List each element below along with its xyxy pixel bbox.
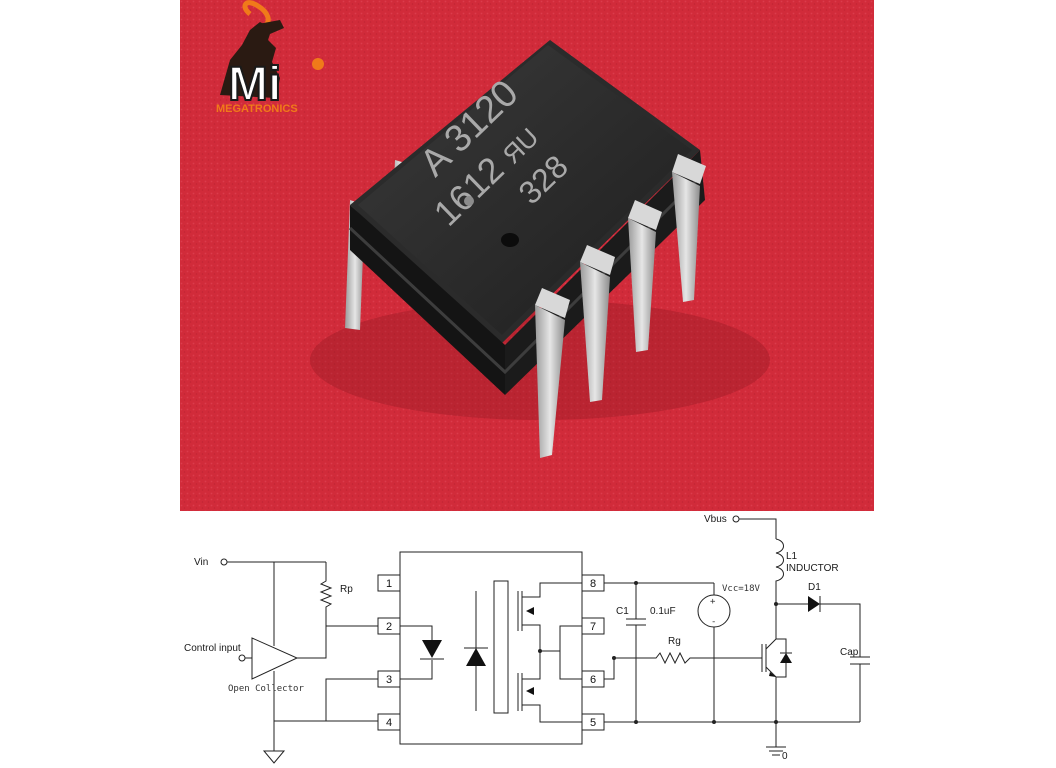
photodiode-icon <box>466 648 486 666</box>
svg-text:4: 4 <box>386 717 392 729</box>
ic-package <box>399 551 583 745</box>
l1-inductor <box>775 538 784 583</box>
igbt-icon <box>761 644 767 672</box>
rp-label: Rp <box>340 584 353 595</box>
ic-pin: 3 <box>377 670 401 688</box>
logo-mark-icon <box>464 196 474 206</box>
control-input-label: Control input <box>184 643 241 654</box>
rg-label: Rg <box>668 636 681 647</box>
vcc-label: Vcc=18V <box>722 584 761 594</box>
chip-photo: A 3120 1612 ЯU 328 Mi MEGATRONICS <box>180 0 874 511</box>
svg-text:MEGATRONICS: MEGATRONICS <box>216 103 298 115</box>
ic-pin: 8 <box>581 574 605 592</box>
svg-text:5: 5 <box>590 717 596 729</box>
ground-icon <box>262 750 286 764</box>
pin1-dot-icon <box>501 233 519 247</box>
l1-label: L1 <box>786 551 798 562</box>
d1-diode-icon <box>808 596 820 612</box>
open-collector-buffer <box>251 637 299 680</box>
svg-text:+: + <box>710 597 716 607</box>
svg-text:7: 7 <box>590 621 596 633</box>
chip-lead <box>672 154 706 302</box>
ground-node-label: 0 <box>782 751 788 762</box>
svg-text:1: 1 <box>386 578 392 590</box>
amplifier-block <box>493 580 509 714</box>
ram-mascot-icon <box>220 0 284 98</box>
chip-lead <box>628 200 662 352</box>
rg-resistor <box>604 651 762 680</box>
ic-pin: 4 <box>377 713 401 731</box>
ic-pin: 5 <box>581 713 605 731</box>
c1-value-label: 0.1uF <box>650 606 676 617</box>
schematic-diagram: Vin Rp Control input Open Collector 1 2 … <box>184 514 870 764</box>
megatronics-logo: Mi MEGATRONICS <box>216 0 324 115</box>
chip-lead <box>580 245 615 402</box>
vbus-label: Vbus <box>704 514 727 525</box>
cap-capacitor <box>850 656 870 722</box>
inductor-label: INDUCTOR <box>786 563 839 574</box>
cap-label: Cap <box>840 647 859 658</box>
c1-label: C1 <box>616 606 629 617</box>
ic-pin: 2 <box>377 617 401 635</box>
svg-text:8: 8 <box>590 578 596 590</box>
vin-label: Vin <box>194 557 208 568</box>
d1-label: D1 <box>808 582 821 593</box>
svg-text:3: 3 <box>386 674 392 686</box>
chip-top <box>358 45 692 335</box>
c1-capacitor <box>626 583 646 722</box>
vin-terminal <box>220 558 228 566</box>
ic-pin: 6 <box>581 670 605 688</box>
svg-text:2: 2 <box>386 621 392 633</box>
control-input-terminal <box>238 654 246 662</box>
svg-text:-: - <box>711 617 716 627</box>
svg-text:6: 6 <box>590 674 596 686</box>
led-icon <box>422 640 442 658</box>
rp-resistor <box>319 562 333 626</box>
open-collector-label: Open Collector <box>228 684 304 694</box>
chip-lead <box>535 288 570 458</box>
ic-pin: 7 <box>581 617 605 635</box>
ground-icon <box>766 746 786 756</box>
svg-text:Mi: Mi <box>228 58 281 111</box>
vbus-terminal <box>732 515 740 523</box>
ic-pin: 1 <box>377 574 401 592</box>
